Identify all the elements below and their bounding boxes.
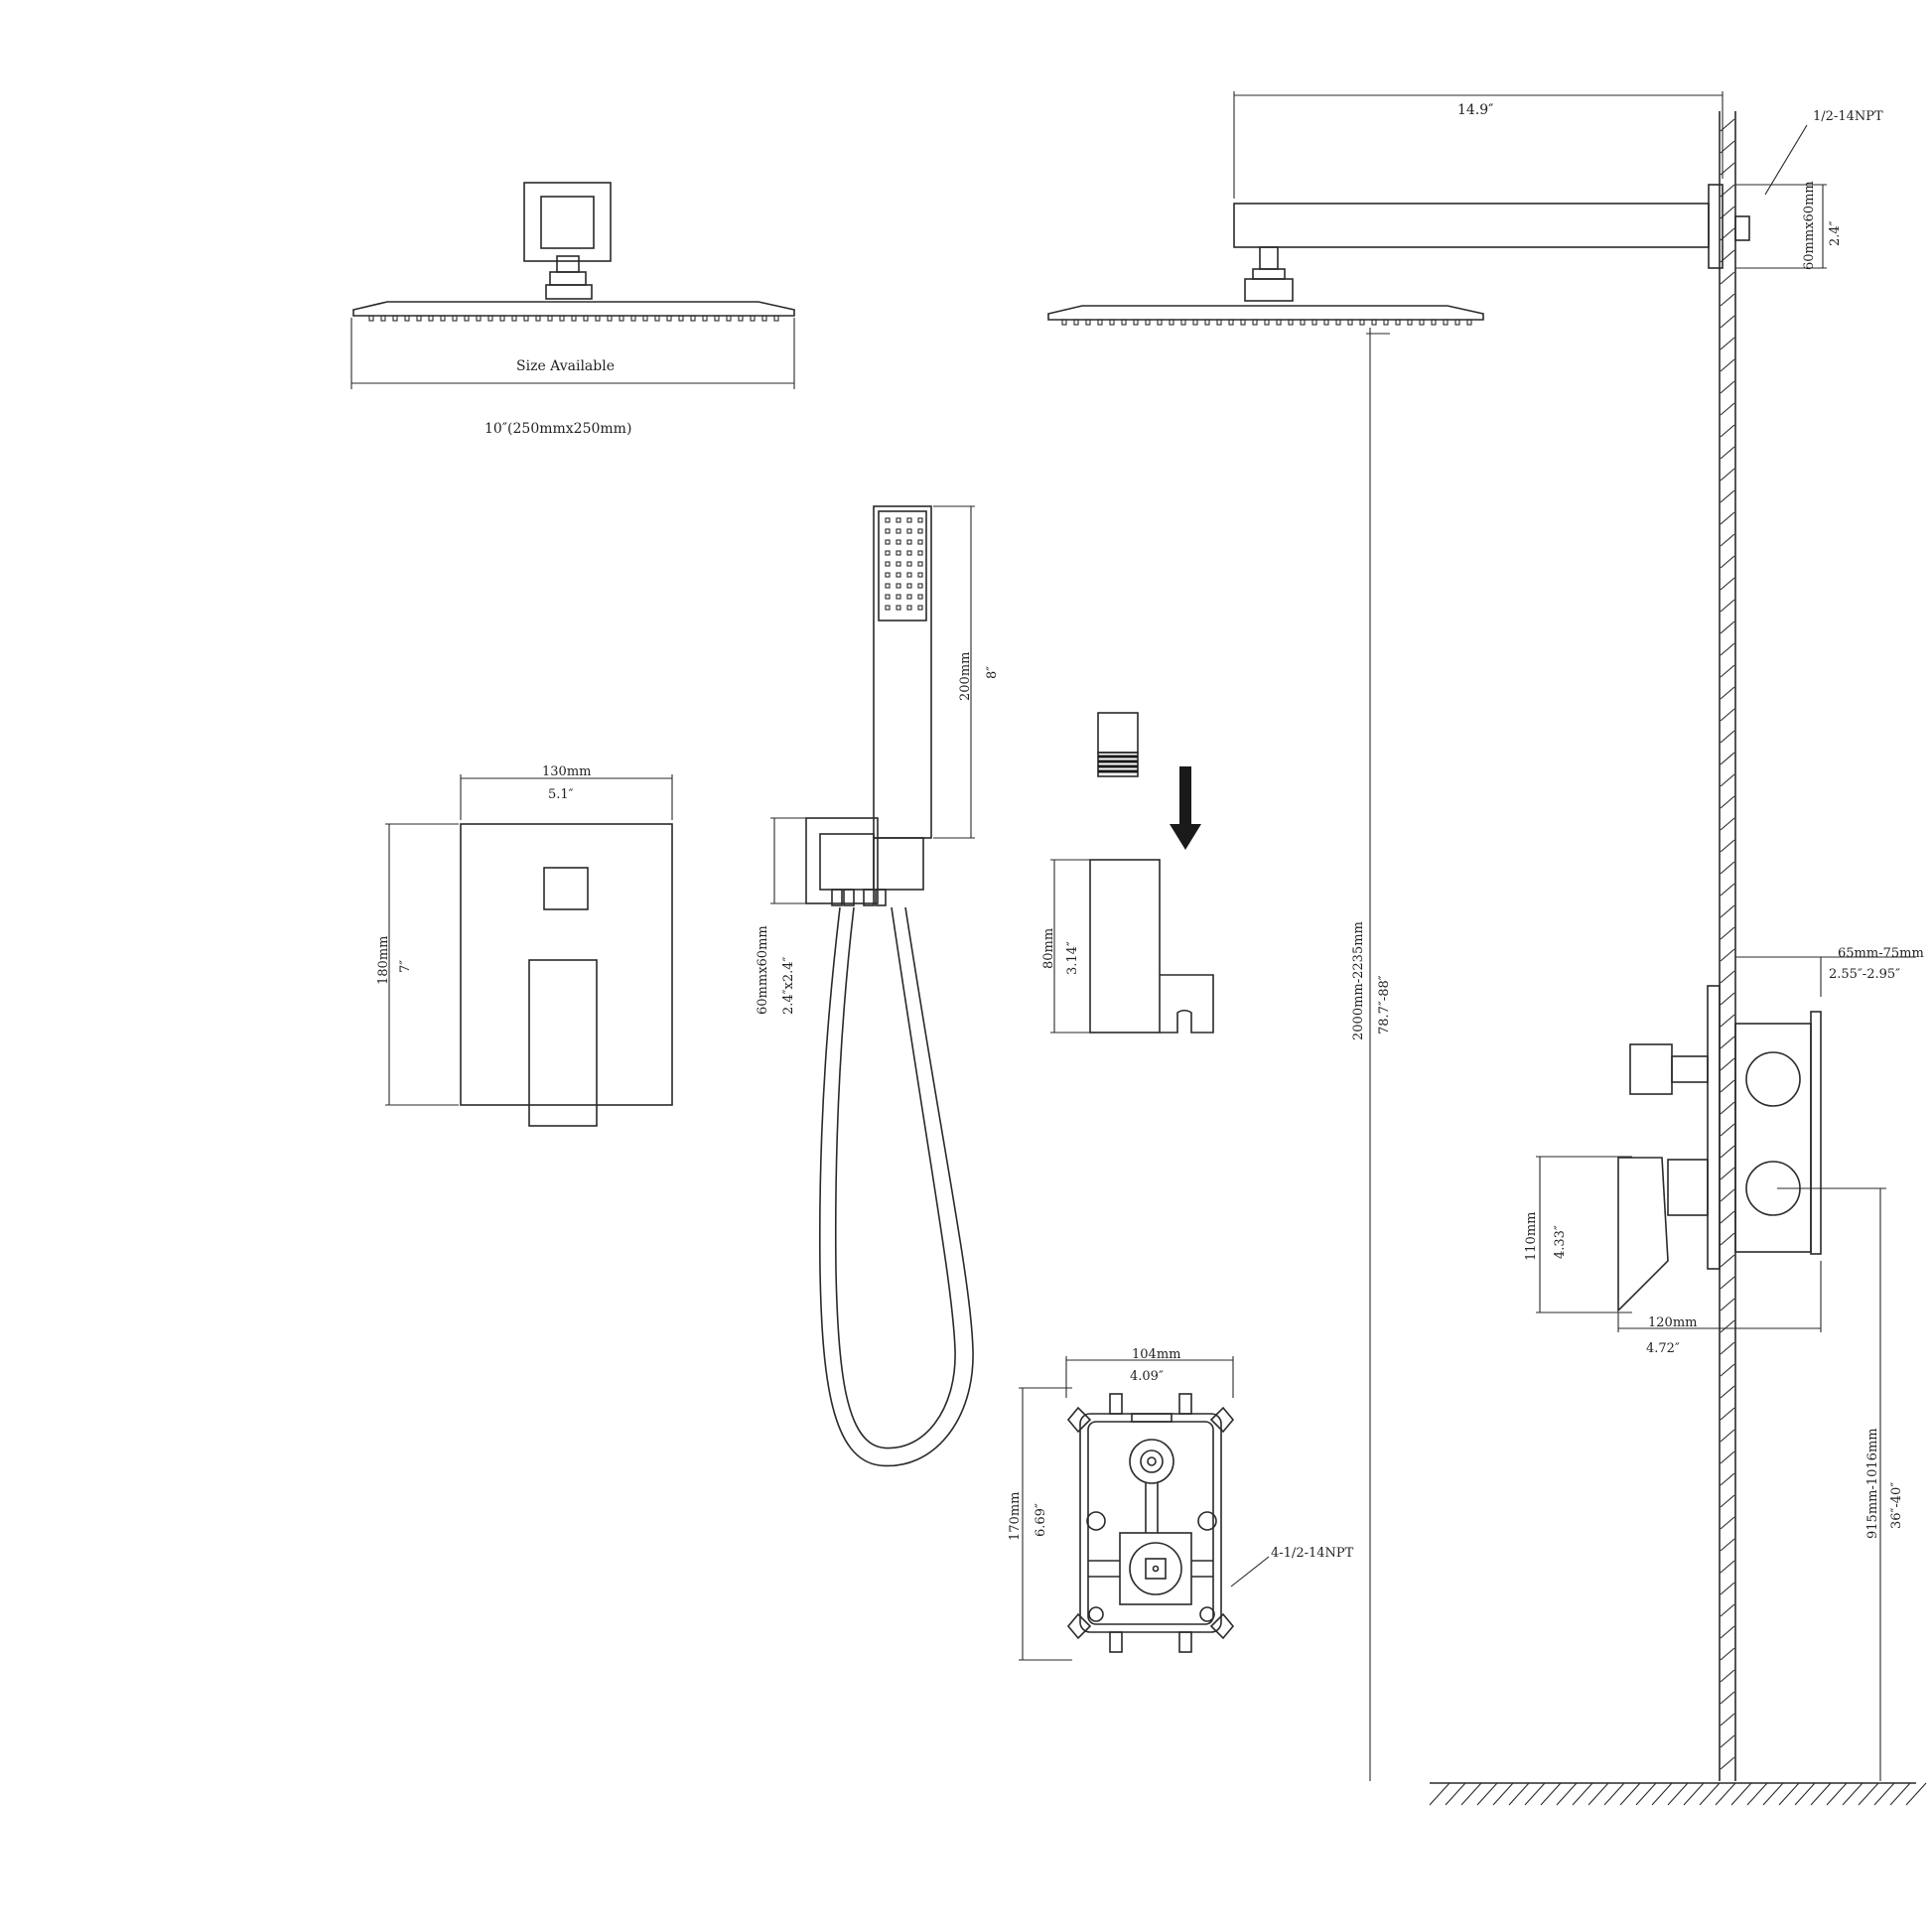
rain-head-front-view: Size Available 10″(250mmx250mm) (350, 182, 795, 437)
box-thread-label: 4-1/2-14NPT (1271, 1546, 1354, 1561)
valve-side-view: 65mm-75mm 2.55″-2.95″ 110mm 4.33″ 120mm … (1524, 946, 1924, 1781)
valve-floor-height-mm-label: 915mm-1016mm (1865, 1428, 1880, 1539)
hose-holder: 80mm 3.14″ (1041, 712, 1214, 1034)
install-height-in-label: 78.7″-88″ (1377, 975, 1392, 1035)
bracket-size-in-label: 2.4″x2.4″ (781, 956, 796, 1015)
rain-head-size-label: 10″(250mmx250mm) (484, 421, 631, 437)
valve-height-mm-label: 110mm (1524, 1212, 1539, 1261)
trim-plate: 130mm 5.1″ 180mm 7″ (376, 764, 673, 1127)
trim-width-mm-label: 130mm (542, 764, 591, 779)
holder-height-mm-label: 80mm (1041, 928, 1056, 969)
trim-height-in-label: 7″ (398, 960, 413, 973)
flange-size-mm-label: 60mmx60mm (1802, 181, 1817, 270)
rough-in-valve-box: 104mm 4.09″ 170mm 6.69″ (1008, 1347, 1354, 1661)
trim-height-mm-label: 180mm (376, 936, 391, 985)
arm-thread-label: 1/2-14NPT (1813, 109, 1883, 124)
arm-length-label: 14.9″ (1457, 102, 1493, 118)
depth-mm-label: 65mm-75mm (1838, 946, 1924, 961)
box-width-mm-label: 104mm (1132, 1347, 1180, 1362)
valve-depth-mm-label: 120mm (1648, 1315, 1697, 1330)
trim-width-in-label: 5.1″ (548, 787, 574, 802)
install-height-mm-label: 2000mm-2235mm (1351, 921, 1366, 1040)
bracket-size-mm-label: 60mmx60mm (756, 925, 770, 1015)
handheld-length-mm-label: 200mm (958, 652, 973, 701)
holder-height-in-label: 3.14″ (1065, 941, 1080, 975)
box-width-in-label: 4.09″ (1130, 1369, 1164, 1384)
size-available-label: Size Available (516, 358, 615, 374)
depth-in-label: 2.55″-2.95″ (1829, 967, 1900, 982)
flange-size-in-label: 2.4″ (1828, 220, 1843, 246)
valve-depth-in-label: 4.72″ (1646, 1341, 1680, 1356)
box-height-in-label: 6.69″ (1034, 1503, 1048, 1537)
box-height-mm-label: 170mm (1008, 1492, 1023, 1541)
wall-mount-assembly: 14.9″ 1/2-14NPT 60mmx60mm 2.4″ 2000mm-22… (1047, 91, 1927, 1806)
valve-floor-height-in-label: 36″-40″ (1889, 1482, 1904, 1529)
handheld-length-in-label: 8″ (985, 666, 1000, 679)
handheld-shower: 200mm 8″ 60mmx60mm 2.4″x2.4″ (756, 505, 1000, 1467)
valve-height-in-label: 4.33″ (1553, 1225, 1568, 1259)
